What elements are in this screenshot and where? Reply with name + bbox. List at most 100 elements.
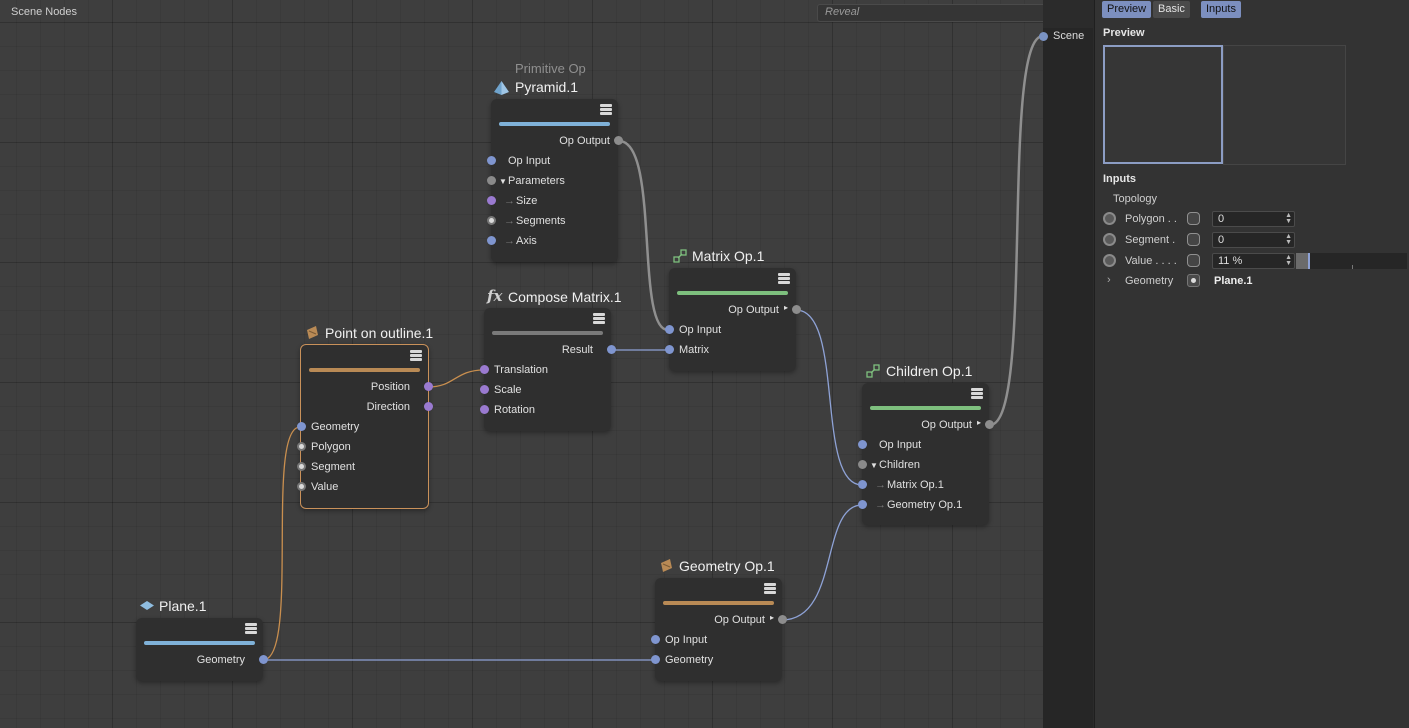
input-port-dot[interactable] — [858, 480, 867, 489]
geometry-link-value[interactable]: Plane.1 — [1214, 275, 1253, 287]
matrix-op-node[interactable]: Op Output ▸ Op Input Matrix — [665, 268, 801, 371]
matrix-title[interactable]: Matrix Op.1 — [692, 248, 765, 264]
value-field[interactable]: 11 % ▲▼ — [1212, 253, 1295, 269]
port-value[interactable]: Value — [297, 477, 428, 497]
port-direction[interactable]: Direction — [301, 397, 433, 417]
output-port-dot[interactable] — [424, 402, 433, 411]
input-port-dot[interactable] — [297, 442, 306, 451]
node-menu-icon[interactable] — [410, 350, 422, 361]
node-menu-icon[interactable] — [600, 104, 612, 115]
radio-icon[interactable] — [1103, 233, 1116, 246]
polygon-field[interactable]: 0 ▲▼ — [1212, 211, 1295, 227]
input-port-dot[interactable] — [297, 462, 306, 471]
port-position[interactable]: Position — [301, 377, 433, 397]
node-menu-icon[interactable] — [778, 273, 790, 284]
plane-node[interactable]: Geometry — [136, 618, 268, 681]
pyramid-node[interactable]: Op Output ▸ Op Input ▼ Parameters → Size… — [487, 99, 623, 262]
output-port-dot[interactable] — [985, 420, 994, 429]
input-port-dot[interactable] — [858, 440, 867, 449]
port-children[interactable]: ▼ Children — [858, 455, 989, 475]
expand-triangle-icon[interactable]: ▼ — [870, 461, 878, 470]
port-rotation[interactable]: Rotation — [480, 400, 611, 420]
link-icon[interactable] — [1187, 274, 1200, 287]
port-op-output[interactable]: Op Output ▸ — [655, 610, 787, 630]
port-axis[interactable]: → Axis — [487, 231, 618, 251]
radio-icon[interactable] — [1103, 254, 1116, 267]
children-title[interactable]: Children Op.1 — [886, 363, 973, 379]
keyframe-icon[interactable] — [1187, 212, 1200, 225]
input-port-dot[interactable] — [487, 176, 496, 185]
port-geometry[interactable]: Geometry — [651, 650, 782, 670]
port-op-input[interactable]: Op Input — [858, 435, 989, 455]
input-port-dot[interactable] — [665, 345, 674, 354]
tab-preview[interactable]: Preview — [1102, 1, 1152, 18]
port-segment[interactable]: Segment — [297, 457, 428, 477]
pyramid-title[interactable]: Pyramid.1 — [515, 79, 579, 95]
input-port-dot[interactable] — [297, 482, 306, 491]
stepper-icon[interactable]: ▲▼ — [1285, 254, 1292, 267]
node-graph-canvas[interactable]: Scene Nodes Reveal × Primitive Op Pyrami… — [0, 0, 1043, 728]
input-port-dot[interactable] — [480, 385, 489, 394]
output-port-dot[interactable] — [778, 615, 787, 624]
compose-matrix-node[interactable]: Result Translation Scale Rotation — [480, 308, 616, 431]
input-port-dot[interactable] — [487, 156, 496, 165]
port-op-input[interactable]: Op Input — [665, 320, 796, 340]
port-result[interactable]: Result — [484, 340, 616, 360]
port-op-input[interactable]: Op Input — [651, 630, 782, 650]
port-op-output[interactable]: Op Output ▸ — [862, 415, 994, 435]
output-port-dot[interactable] — [607, 345, 616, 354]
input-port-dot[interactable] — [665, 325, 674, 334]
compose-title[interactable]: Compose Matrix.1 — [508, 289, 622, 305]
children-op-node[interactable]: Op Output ▸ Op Input ▼ Children → Matrix… — [858, 383, 994, 525]
keyframe-icon[interactable] — [1187, 254, 1200, 267]
port-size[interactable]: → Size — [487, 191, 618, 211]
port-polygon[interactable]: Polygon — [297, 437, 428, 457]
port-op-input[interactable]: Op Input — [487, 151, 618, 171]
stepper-icon[interactable]: ▲▼ — [1285, 233, 1292, 246]
stepper-icon[interactable]: ▲▼ — [1285, 212, 1292, 225]
port-geometry-op[interactable]: → Geometry Op.1 — [858, 495, 989, 515]
input-port-dot[interactable] — [651, 655, 660, 664]
port-geometry[interactable]: Geometry — [297, 417, 428, 437]
port-parameters[interactable]: ▼ Parameters — [487, 171, 618, 191]
point-title[interactable]: Point on outline.1 — [325, 325, 434, 341]
point-on-outline-node[interactable]: Position Direction Geometry Polygon Segm… — [297, 344, 433, 509]
input-port-dot[interactable] — [858, 500, 867, 509]
tab-basic[interactable]: Basic — [1153, 1, 1190, 18]
input-port-dot[interactable] — [858, 460, 867, 469]
output-port-dot[interactable] — [614, 136, 623, 145]
geometry-op-node[interactable]: Op Output ▸ Op Input Geometry — [651, 578, 787, 681]
port-geometry[interactable]: Geometry — [136, 650, 268, 670]
value-slider[interactable] — [1296, 253, 1407, 269]
output-port-dot[interactable] — [792, 305, 801, 314]
input-port-dot[interactable] — [297, 422, 306, 431]
node-menu-icon[interactable] — [593, 313, 605, 324]
radio-icon[interactable] — [1103, 212, 1116, 225]
segment-field[interactable]: 0 ▲▼ — [1212, 232, 1295, 248]
port-matrix[interactable]: Matrix — [665, 340, 796, 360]
tab-inputs[interactable]: Inputs — [1201, 1, 1241, 18]
input-port-dot[interactable] — [651, 635, 660, 644]
input-port-dot[interactable] — [487, 216, 496, 225]
port-op-output[interactable]: Op Output ▸ — [669, 300, 801, 320]
chevron-right-icon[interactable]: › — [1107, 274, 1111, 286]
preview-viewport[interactable] — [1103, 45, 1223, 164]
geometry-title[interactable]: Geometry Op.1 — [679, 558, 775, 574]
node-menu-icon[interactable] — [764, 583, 776, 594]
port-scale[interactable]: Scale — [480, 380, 611, 400]
reveal-search-input[interactable]: Reveal — [817, 4, 1043, 22]
scene-input-port[interactable] — [1039, 32, 1048, 41]
keyframe-icon[interactable] — [1187, 233, 1200, 246]
input-port-dot[interactable] — [480, 405, 489, 414]
port-op-output[interactable]: Op Output ▸ — [491, 131, 623, 151]
port-matrix-op[interactable]: → Matrix Op.1 — [858, 475, 989, 495]
plane-title[interactable]: Plane.1 — [159, 598, 207, 614]
port-segments[interactable]: → Segments — [487, 211, 618, 231]
slider-handle[interactable] — [1308, 253, 1310, 269]
output-port-dot[interactable] — [424, 382, 433, 391]
expand-triangle-icon[interactable]: ▼ — [499, 177, 507, 186]
input-port-dot[interactable] — [487, 196, 496, 205]
output-port-dot[interactable] — [259, 655, 268, 664]
port-translation[interactable]: Translation — [480, 360, 611, 380]
input-port-dot[interactable] — [487, 236, 496, 245]
